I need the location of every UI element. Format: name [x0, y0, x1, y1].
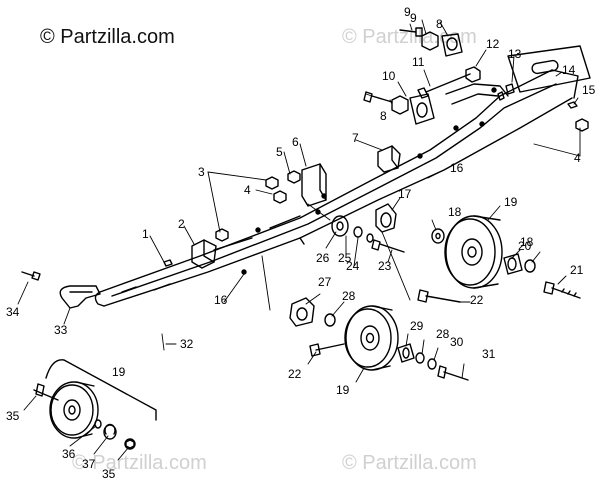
callout-5: 5 — [276, 145, 283, 159]
callout-4: 4 — [574, 151, 581, 165]
callout-7: 7 — [352, 131, 359, 145]
bolts-22-23 — [309, 239, 461, 357]
callout-4: 4 — [244, 183, 251, 197]
upper-bolt-stack — [363, 27, 515, 125]
callout-17: 17 — [398, 187, 412, 201]
callout-2: 2 — [178, 217, 185, 231]
callout-26: 26 — [316, 251, 330, 265]
callout-12: 12 — [486, 37, 500, 51]
callout-11: 11 — [412, 55, 425, 69]
front-tip — [21, 271, 101, 309]
callout-13: 13 — [508, 47, 522, 61]
callout-23: 23 — [378, 259, 392, 273]
callout-1: 1 — [142, 227, 149, 241]
callout-8: 8 — [380, 109, 387, 123]
callout-28: 28 — [436, 327, 450, 341]
callout-10: 10 — [382, 69, 396, 83]
callout-37: 37 — [82, 457, 96, 471]
callout-22: 22 — [288, 367, 302, 381]
watermark-bottom-center: © Partzilla.com — [72, 452, 207, 474]
callout-32: 32 — [180, 337, 194, 351]
callout-20: 20 — [518, 239, 532, 253]
leader-lines — [17, 19, 581, 461]
callout-19: 19 — [504, 195, 518, 209]
callout-19: 19 — [112, 365, 126, 379]
callout-34: 34 — [6, 305, 20, 319]
watermark-bottom-right: © Partzilla.com — [342, 452, 477, 474]
callout-28: 28 — [342, 289, 356, 303]
callout-9: 9 — [410, 11, 417, 25]
callout-29: 29 — [410, 319, 424, 333]
callout-16: 16 — [214, 293, 228, 307]
callout-33: 33 — [54, 323, 68, 337]
callout-6: 6 — [292, 135, 299, 149]
wheel-lower — [289, 297, 469, 381]
callout-18: 18 — [448, 205, 462, 219]
callout-3: 3 — [198, 165, 205, 179]
callout-27: 27 — [318, 275, 332, 289]
wheel-upper-right — [431, 215, 581, 299]
callout-22: 22 — [470, 293, 484, 307]
slide-rail — [94, 45, 591, 307]
callout-21: 21 — [570, 263, 584, 277]
callout-19: 19 — [336, 383, 350, 397]
wheel-bottom-left — [33, 359, 157, 450]
callout-15: 15 — [582, 83, 596, 97]
callout-14: 14 — [562, 63, 576, 77]
callout-16: 16 — [450, 161, 464, 175]
callout-24: 24 — [346, 259, 360, 273]
watermark-main: © Partzilla.com — [40, 26, 175, 48]
rail-brackets — [191, 145, 401, 269]
callout-31: 31 — [482, 347, 496, 361]
callout-36: 36 — [62, 447, 76, 461]
callout-35: 35 — [6, 409, 20, 423]
hardware — [163, 101, 589, 267]
callout-8: 8 — [436, 17, 443, 31]
callout-35: 35 — [102, 467, 116, 481]
callout-9: 9 — [404, 5, 411, 19]
callout-30: 30 — [450, 335, 464, 349]
callout-25: 25 — [338, 251, 352, 265]
callout-18: 18 — [520, 235, 534, 249]
